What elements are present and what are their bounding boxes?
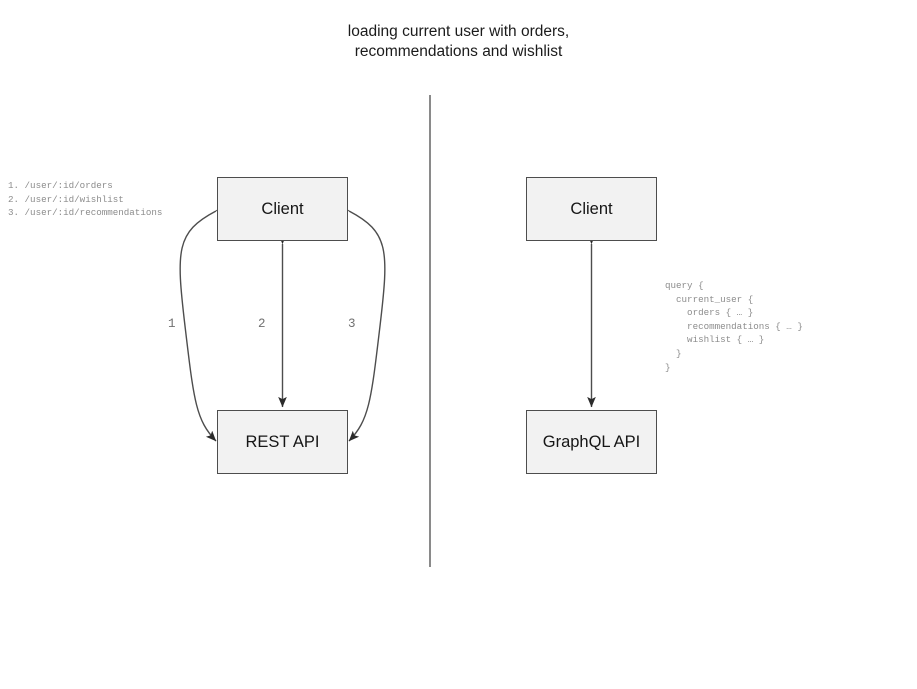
graphql-api-node[interactable]: GraphQL API — [526, 410, 657, 474]
rest-client-node[interactable]: Client — [217, 177, 348, 241]
graphql-query-block: query { current_user { orders { … } reco… — [665, 280, 803, 373]
vertical-divider — [429, 95, 431, 567]
rest-endpoint-list: 1. /user/:id/orders 2. /user/:id/wishlis… — [8, 180, 163, 219]
rest-edge-label-3: 3 — [348, 317, 356, 331]
rest-api-node[interactable]: REST API — [217, 410, 348, 474]
rest-edge-label-1: 1 — [168, 317, 176, 331]
graphql-client-node[interactable]: Client — [526, 177, 657, 241]
rest-edge-label-2: 2 — [258, 317, 266, 331]
page-title: loading current user with orders, recomm… — [347, 23, 570, 60]
rest-edge-1-path — [179, 202, 227, 442]
